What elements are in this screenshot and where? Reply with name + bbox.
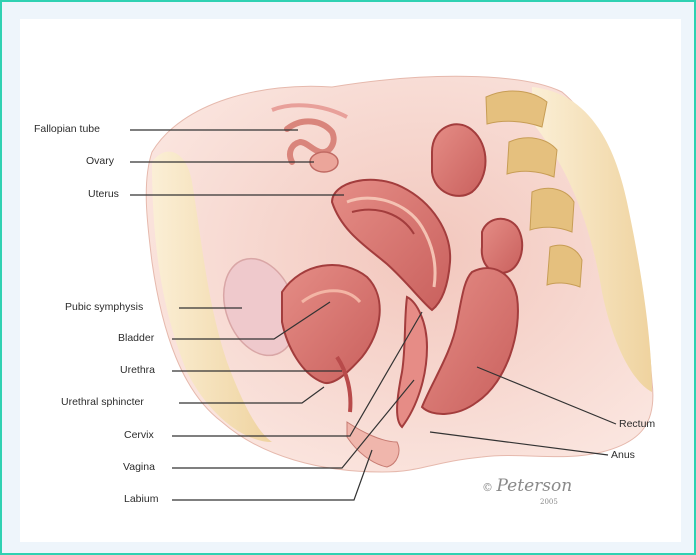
signature-year: 2005: [540, 498, 558, 506]
label-rectum: Rectum: [619, 418, 655, 430]
artist-signature: © Peterson: [482, 476, 572, 496]
label-urethral-sphincter: Urethral sphincter: [61, 396, 144, 408]
label-labium: Labium: [124, 493, 158, 505]
label-urethra: Urethra: [120, 364, 155, 376]
label-ovary: Ovary: [86, 155, 114, 167]
label-bladder: Bladder: [118, 332, 154, 344]
label-uterus: Uterus: [88, 188, 119, 200]
signature-name: Peterson: [497, 476, 573, 496]
label-fallopian-tube: Fallopian tube: [34, 123, 100, 135]
ovary-shape: [310, 152, 338, 172]
signature-copyright: ©: [482, 481, 493, 494]
label-anus: Anus: [611, 449, 635, 461]
label-pubic-symphysis: Pubic symphysis: [65, 301, 143, 313]
label-cervix: Cervix: [124, 429, 154, 441]
label-vagina: Vagina: [123, 461, 155, 473]
